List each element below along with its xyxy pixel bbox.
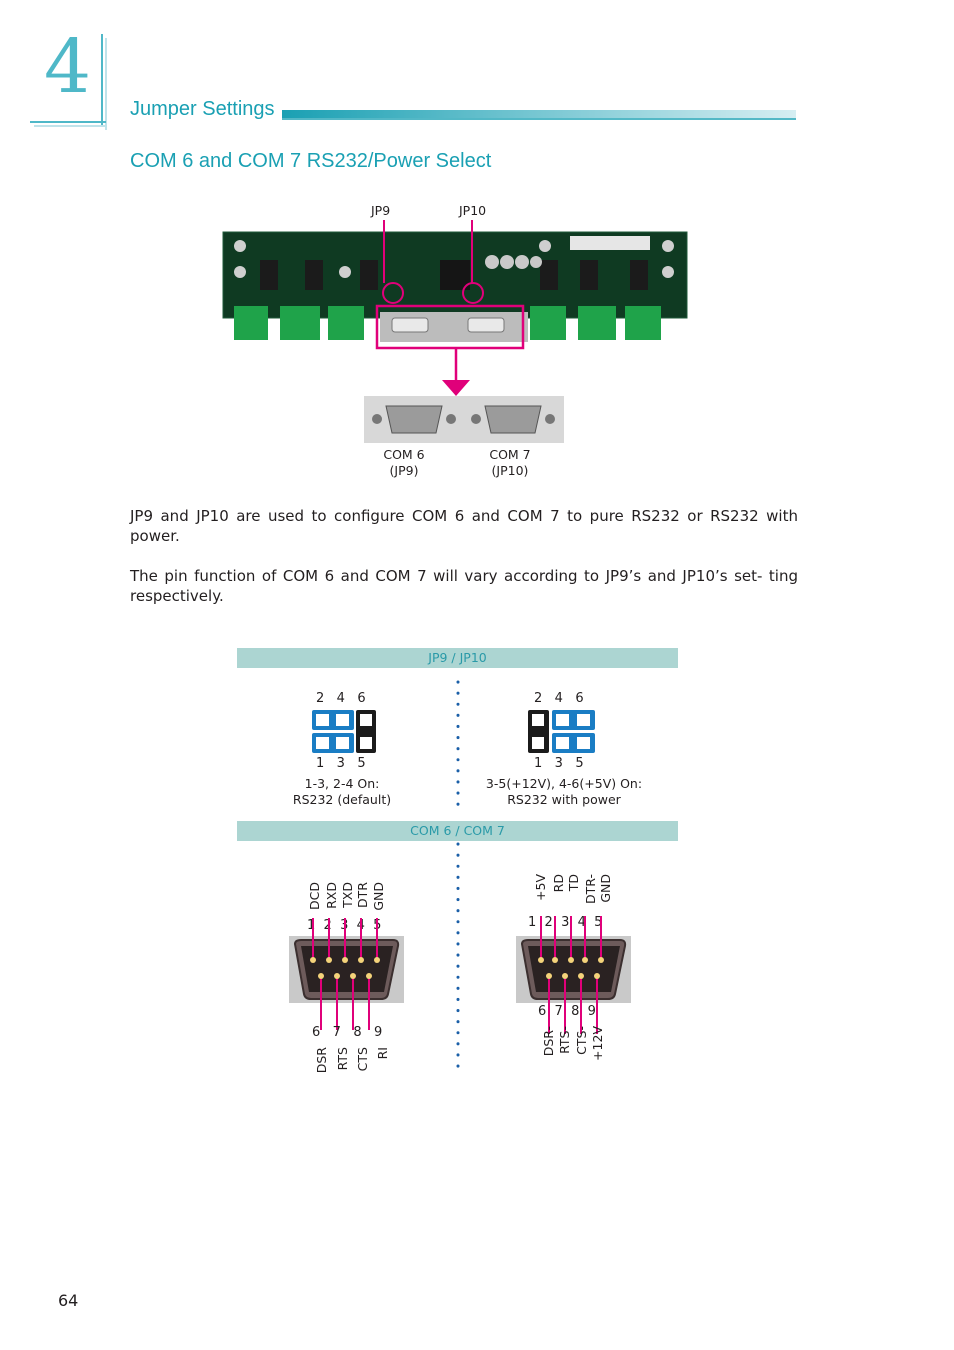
page-number: 64 (58, 1291, 79, 1310)
signal-rxd: RXD (324, 882, 339, 909)
connectors-image (364, 396, 564, 443)
right-jumper-caption-1: 3-5(+12V), 4-6(+5V) On: (485, 776, 643, 791)
left-db9-bottom-numbers: 6 7 8 9 (312, 1025, 383, 1040)
signal-rd: RD (551, 874, 566, 893)
right-jumper-diagram (528, 710, 595, 753)
table-header-com: COM 6 / COM 7 (237, 821, 678, 841)
signal-cts-minus: CTS- (574, 1026, 589, 1055)
left-db9-connector (289, 918, 404, 1030)
signal-dsr: DSR (314, 1047, 329, 1074)
page-heading: COM 6 and COM 7 RS232/Power Select (130, 150, 492, 172)
left-jumper-top-pins: 2 4 6 (316, 691, 366, 706)
jp9-label: JP9 (371, 203, 391, 218)
signal-td: TD (566, 874, 581, 892)
section-rule (282, 110, 796, 120)
com7-name: COM 7 (489, 447, 531, 462)
signal-rts: RTS (335, 1047, 350, 1071)
right-db9-bottom-numbers: 6 7 8 9 (538, 1004, 596, 1019)
table-divider (456, 680, 460, 1078)
chapter-frame (30, 34, 107, 130)
chapter-number: 4 (44, 24, 92, 110)
right-jumper-bottom-pins: 1 3 5 (534, 756, 584, 771)
com6-name: COM 6 (383, 447, 425, 462)
left-jumper-bottom-pins: 1 3 5 (316, 756, 366, 771)
paragraph-1: JP9 and JP10 are used to configure COM 6… (130, 507, 798, 545)
left-jumper-caption-1: 1-3, 2-4 On: (304, 776, 380, 791)
signal-gnd-right: GND (598, 874, 613, 903)
signal-cts: CTS (355, 1047, 370, 1072)
signal-rts-minus: RTS- (557, 1026, 572, 1054)
table-header-jumpers: JP9 / JP10 (237, 648, 678, 668)
com7-jumper: (JP10) (491, 463, 529, 478)
signal-gnd: GND (371, 882, 386, 911)
right-jumper-caption-2: RS232 with power (507, 792, 621, 807)
signal-dsr-minus: DSR- (541, 1026, 556, 1057)
paragraph-2: The pin function of COM 6 and COM 7 will… (130, 567, 798, 605)
com6-jumper: (JP9) (389, 463, 419, 478)
board-image (222, 220, 688, 396)
signal-plus12v: +12V (590, 1026, 605, 1061)
left-jumper-diagram (312, 710, 376, 753)
right-db9-connector (516, 916, 631, 1034)
signal-ri: RI (375, 1047, 390, 1060)
section-title: Jumper Settings (130, 98, 275, 120)
signal-dtr: DTR (355, 882, 370, 908)
right-jumper-top-pins: 2 4 6 (534, 691, 584, 706)
jp10-label: JP10 (459, 203, 487, 218)
right-db9-top-numbers: 1 2 3 4 5 (528, 915, 603, 930)
signal-txd: TXD (340, 882, 355, 908)
signal-dcd: DCD (307, 882, 322, 910)
left-jumper-caption-2: RS232 (default) (292, 792, 392, 807)
signal-dtr-minus: DTR- (583, 874, 598, 904)
signal-plus5v: +5V (533, 874, 548, 901)
